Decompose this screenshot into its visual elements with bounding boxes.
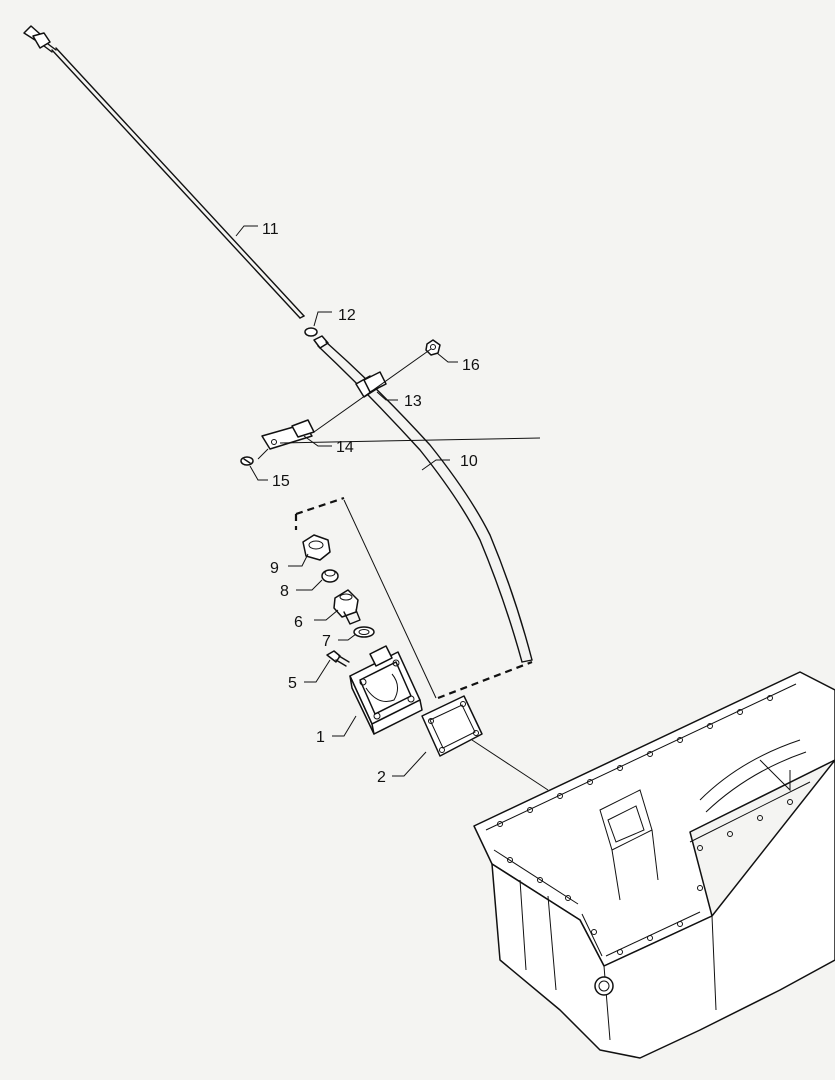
o-ring [304, 327, 318, 337]
flange-gasket [421, 695, 549, 791]
callout-12: 12 [338, 307, 356, 324]
callout-8: 8 [280, 583, 289, 600]
callout-13: 13 [404, 393, 422, 410]
callout-14: 14 [336, 439, 354, 456]
bracket-screw [240, 456, 254, 466]
flange-bolt [326, 650, 350, 667]
rim-bolt-holes [497, 695, 793, 955]
callout-16: 16 [462, 357, 480, 374]
outlet-flange [349, 645, 423, 735]
callout-6: 6 [294, 614, 303, 631]
oil-pan [473, 671, 835, 1059]
callout-9: 9 [270, 560, 279, 577]
sealing-ring [353, 626, 375, 638]
dipstick [23, 25, 305, 319]
callout-15: 15 [272, 473, 290, 490]
assembly-lines [257, 348, 541, 460]
clamp-nut [425, 339, 441, 356]
callout-7: 7 [322, 633, 331, 650]
support-bracket [261, 419, 315, 450]
callout-2: 2 [377, 769, 386, 786]
callout-1: 1 [316, 729, 325, 746]
callout-labels: 11 12 16 13 14 10 15 9 8 6 7 5 1 2 [262, 221, 480, 786]
callout-5: 5 [288, 675, 297, 692]
dashed-alignment-box [294, 496, 533, 700]
tube-clamp [355, 371, 387, 398]
compression-olive [321, 569, 339, 583]
callout-11: 11 [262, 221, 279, 238]
callout-10: 10 [460, 453, 478, 470]
leader-lines [235, 225, 458, 777]
union-fitting [333, 589, 361, 625]
adapter-nut [302, 534, 331, 561]
